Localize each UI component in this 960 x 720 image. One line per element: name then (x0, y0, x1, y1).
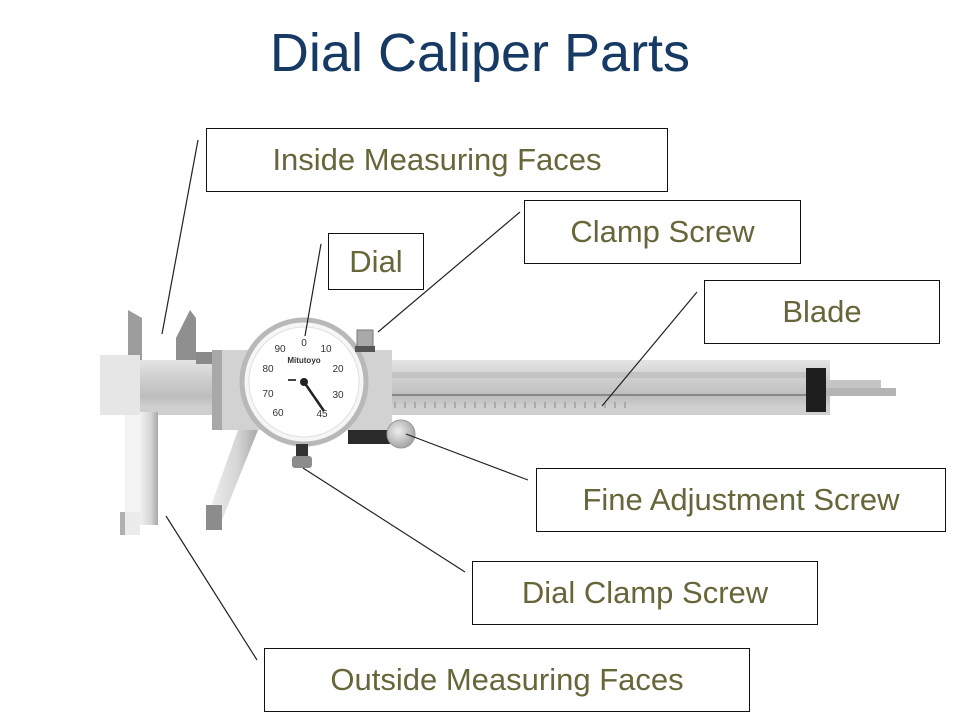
dial-number: 20 (332, 364, 344, 375)
label-text: Clamp Screw (570, 214, 755, 249)
leader-outside-measuring-faces (165, 515, 258, 661)
fixed-jaw (100, 310, 158, 535)
leader-blade (601, 291, 698, 407)
label-fine-adjustment-screw: Fine Adjustment Screw (536, 468, 946, 532)
dial-number: 60 (272, 408, 284, 419)
label-dial-clamp-screw: Dial Clamp Screw (472, 561, 818, 625)
label-outside-measuring-faces: Outside Measuring Faces (264, 648, 750, 712)
leader-clamp-screw (377, 211, 521, 333)
dial-number: 80 (262, 364, 274, 375)
dial-gauge: 0 10 20 30 45 60 70 80 90 Mitutoyo (239, 317, 369, 447)
leader-dial-clamp-screw (302, 467, 466, 573)
label-blade: Blade (704, 280, 940, 344)
label-text: Dial (349, 243, 403, 279)
label-text: Inside Measuring Faces (272, 142, 602, 177)
dial-number: 0 (301, 338, 307, 349)
label-dial: Dial (328, 233, 424, 290)
label-text: Fine Adjustment Screw (582, 482, 900, 517)
dial-number: 70 (262, 389, 274, 400)
dial-number: 90 (274, 344, 286, 355)
leader-fine-adjustment-screw (405, 433, 529, 481)
label-clamp-screw: Clamp Screw (524, 200, 801, 264)
label-text: Dial Clamp Screw (521, 575, 769, 610)
dial-number: 30 (332, 390, 344, 401)
leader-dial (304, 243, 322, 337)
dial-number: 45 (316, 409, 328, 420)
leader-lines (161, 139, 698, 661)
label-inside-measuring-faces: Inside Measuring Faces (206, 128, 668, 192)
dial-brand: Mitutoyo (287, 356, 320, 365)
leader-inside-measuring-faces (161, 139, 199, 335)
fine-adjustment-part (348, 419, 416, 449)
clamp-screw-part (355, 329, 375, 352)
page-title: Dial Caliper Parts (269, 23, 691, 83)
dial-clamp-screw-part (292, 444, 312, 468)
label-text: Blade (782, 294, 862, 329)
label-text: Outside Measuring Faces (330, 662, 684, 697)
dial-number: 10 (320, 344, 332, 355)
